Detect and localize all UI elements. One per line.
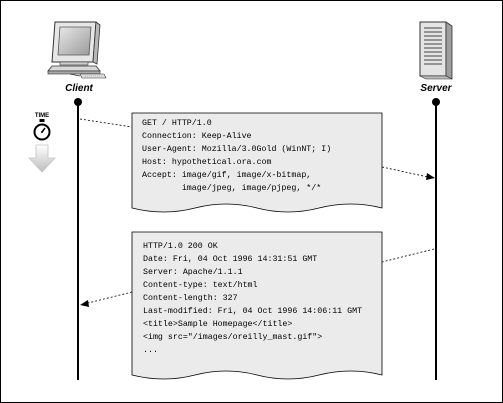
- response-line: Content-length: 327: [143, 293, 238, 303]
- request-arrowhead: [426, 173, 435, 180]
- request-text: GET / HTTP/1.0 Connection: Keep-Alive Us…: [142, 118, 336, 193]
- response-arrow-line-1: [381, 248, 435, 263]
- request-box: [131, 112, 383, 213]
- response-line: <img src="/images/oreilly_mast.gif">: [143, 332, 322, 342]
- request-line: Connection: Keep-Alive: [142, 131, 252, 141]
- response-text: HTTP/1.0 200 OK Date: Fri, 04 Oct 1996 1…: [143, 241, 367, 355]
- client-label: Client: [65, 83, 93, 94]
- response-line: ...: [143, 346, 158, 355]
- stopwatch-icon: [33, 119, 51, 141]
- time-arrow: [28, 144, 56, 173]
- response-line: <title>Sample Homepage</title>: [143, 319, 292, 329]
- time-label: TIME: [35, 113, 49, 119]
- request-line: User-Agent: Mozilla/3.0Gold (WinNT; I): [142, 144, 331, 154]
- server-label: Server: [420, 83, 452, 94]
- request-line: Host: hypothetical.ora.com: [142, 157, 271, 167]
- request-line: GET / HTTP/1.0: [142, 118, 212, 128]
- response-box: [131, 231, 383, 380]
- response-line: Content-type: text/html: [143, 280, 258, 290]
- request-line: Accept: image/gif, image/x-bitmap,: [142, 170, 311, 180]
- response-line: Date: Fri, 04 Oct 1996 14:31:51 GMT: [143, 254, 317, 264]
- response-line: Server: Apache/1.1.1: [143, 267, 243, 277]
- response-arrowhead: [80, 300, 89, 307]
- request-arrow-line-1: [79, 118, 133, 128]
- server-icon: [419, 21, 453, 80]
- response-line: HTTP/1.0 200 OK: [143, 241, 218, 251]
- response-line: Last-modified: Fri, 04 Oct 1996 14:06:11…: [143, 306, 362, 316]
- response-arrow-line-2: [87, 291, 133, 304]
- computer-icon: [47, 21, 107, 79]
- request-line: image/jpeg, image/pjpeg, */*: [142, 183, 321, 193]
